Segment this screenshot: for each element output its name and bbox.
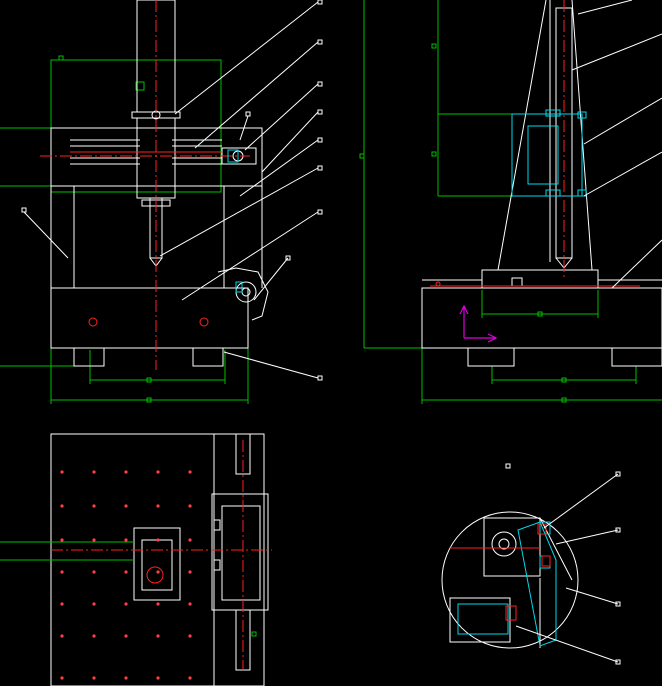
balloon-tag <box>317 165 323 171</box>
mounting-hole <box>60 504 64 508</box>
mounting-hole <box>156 504 160 508</box>
leaders <box>23 0 662 663</box>
mounting-hole <box>124 634 128 638</box>
mounting-hole <box>92 676 96 680</box>
mounting-hole <box>188 602 192 606</box>
mounting-hole <box>92 470 96 474</box>
detail-circle <box>441 511 579 649</box>
mounting-hole <box>156 676 160 680</box>
front-view <box>0 0 269 404</box>
ucs-icon <box>459 304 498 343</box>
balloon-tag <box>615 601 621 607</box>
mounting-hole <box>156 634 160 638</box>
mounting-hole <box>124 570 128 574</box>
mounting-hole <box>156 570 160 574</box>
top-hole-grid <box>60 470 192 680</box>
balloon-tag <box>615 527 621 533</box>
mounting-hole <box>92 570 96 574</box>
balloon-tag <box>317 209 323 215</box>
mounting-hole <box>188 676 192 680</box>
top-view <box>0 433 272 686</box>
mounting-hole <box>92 634 96 638</box>
mounting-hole <box>60 602 64 606</box>
balloon-tag <box>21 207 27 213</box>
mounting-hole <box>92 602 96 606</box>
front-redlines <box>40 0 250 370</box>
mounting-hole <box>188 470 192 474</box>
mounting-hole <box>188 570 192 574</box>
balloon-tag <box>317 375 323 381</box>
mounting-hole <box>92 504 96 508</box>
balloon-tag <box>615 471 621 477</box>
detail-view <box>441 511 579 649</box>
top-redlines <box>51 440 272 670</box>
top-dimensions <box>0 541 257 637</box>
front-cyan-parts <box>227 149 243 293</box>
mounting-hole <box>188 634 192 638</box>
balloon-tag <box>317 39 323 45</box>
mounting-hole <box>60 676 64 680</box>
mounting-hole <box>188 538 192 542</box>
balloon-tag <box>317 0 323 5</box>
mounting-hole <box>156 470 160 474</box>
mounting-hole <box>60 570 64 574</box>
balloon-tag <box>317 137 323 143</box>
balloon-tag <box>317 109 323 115</box>
mounting-hole <box>60 634 64 638</box>
mounting-hole <box>124 602 128 606</box>
balloon-tags <box>21 0 621 665</box>
mounting-hole <box>188 504 192 508</box>
balloon-tag <box>317 81 323 87</box>
mounting-hole <box>60 538 64 542</box>
mounting-hole <box>124 504 128 508</box>
balloon-tag <box>245 111 251 117</box>
front-frame <box>50 127 269 367</box>
side-base <box>421 269 662 367</box>
side-redlines <box>430 0 640 287</box>
mounting-hole <box>124 676 128 680</box>
side-view-dimensions <box>359 0 662 404</box>
mounting-hole <box>124 470 128 474</box>
mounting-hole <box>156 538 160 542</box>
mounting-hole <box>92 538 96 542</box>
mounting-hole <box>124 538 128 542</box>
front-view-dimensions <box>0 55 249 404</box>
mounting-hole <box>60 470 64 474</box>
mounting-hole <box>156 602 160 606</box>
side-view <box>359 0 662 404</box>
side-cyan-carriage <box>511 109 587 197</box>
balloon-tag <box>615 659 621 665</box>
balloon-tag <box>505 463 511 469</box>
balloon-tag <box>285 255 291 261</box>
